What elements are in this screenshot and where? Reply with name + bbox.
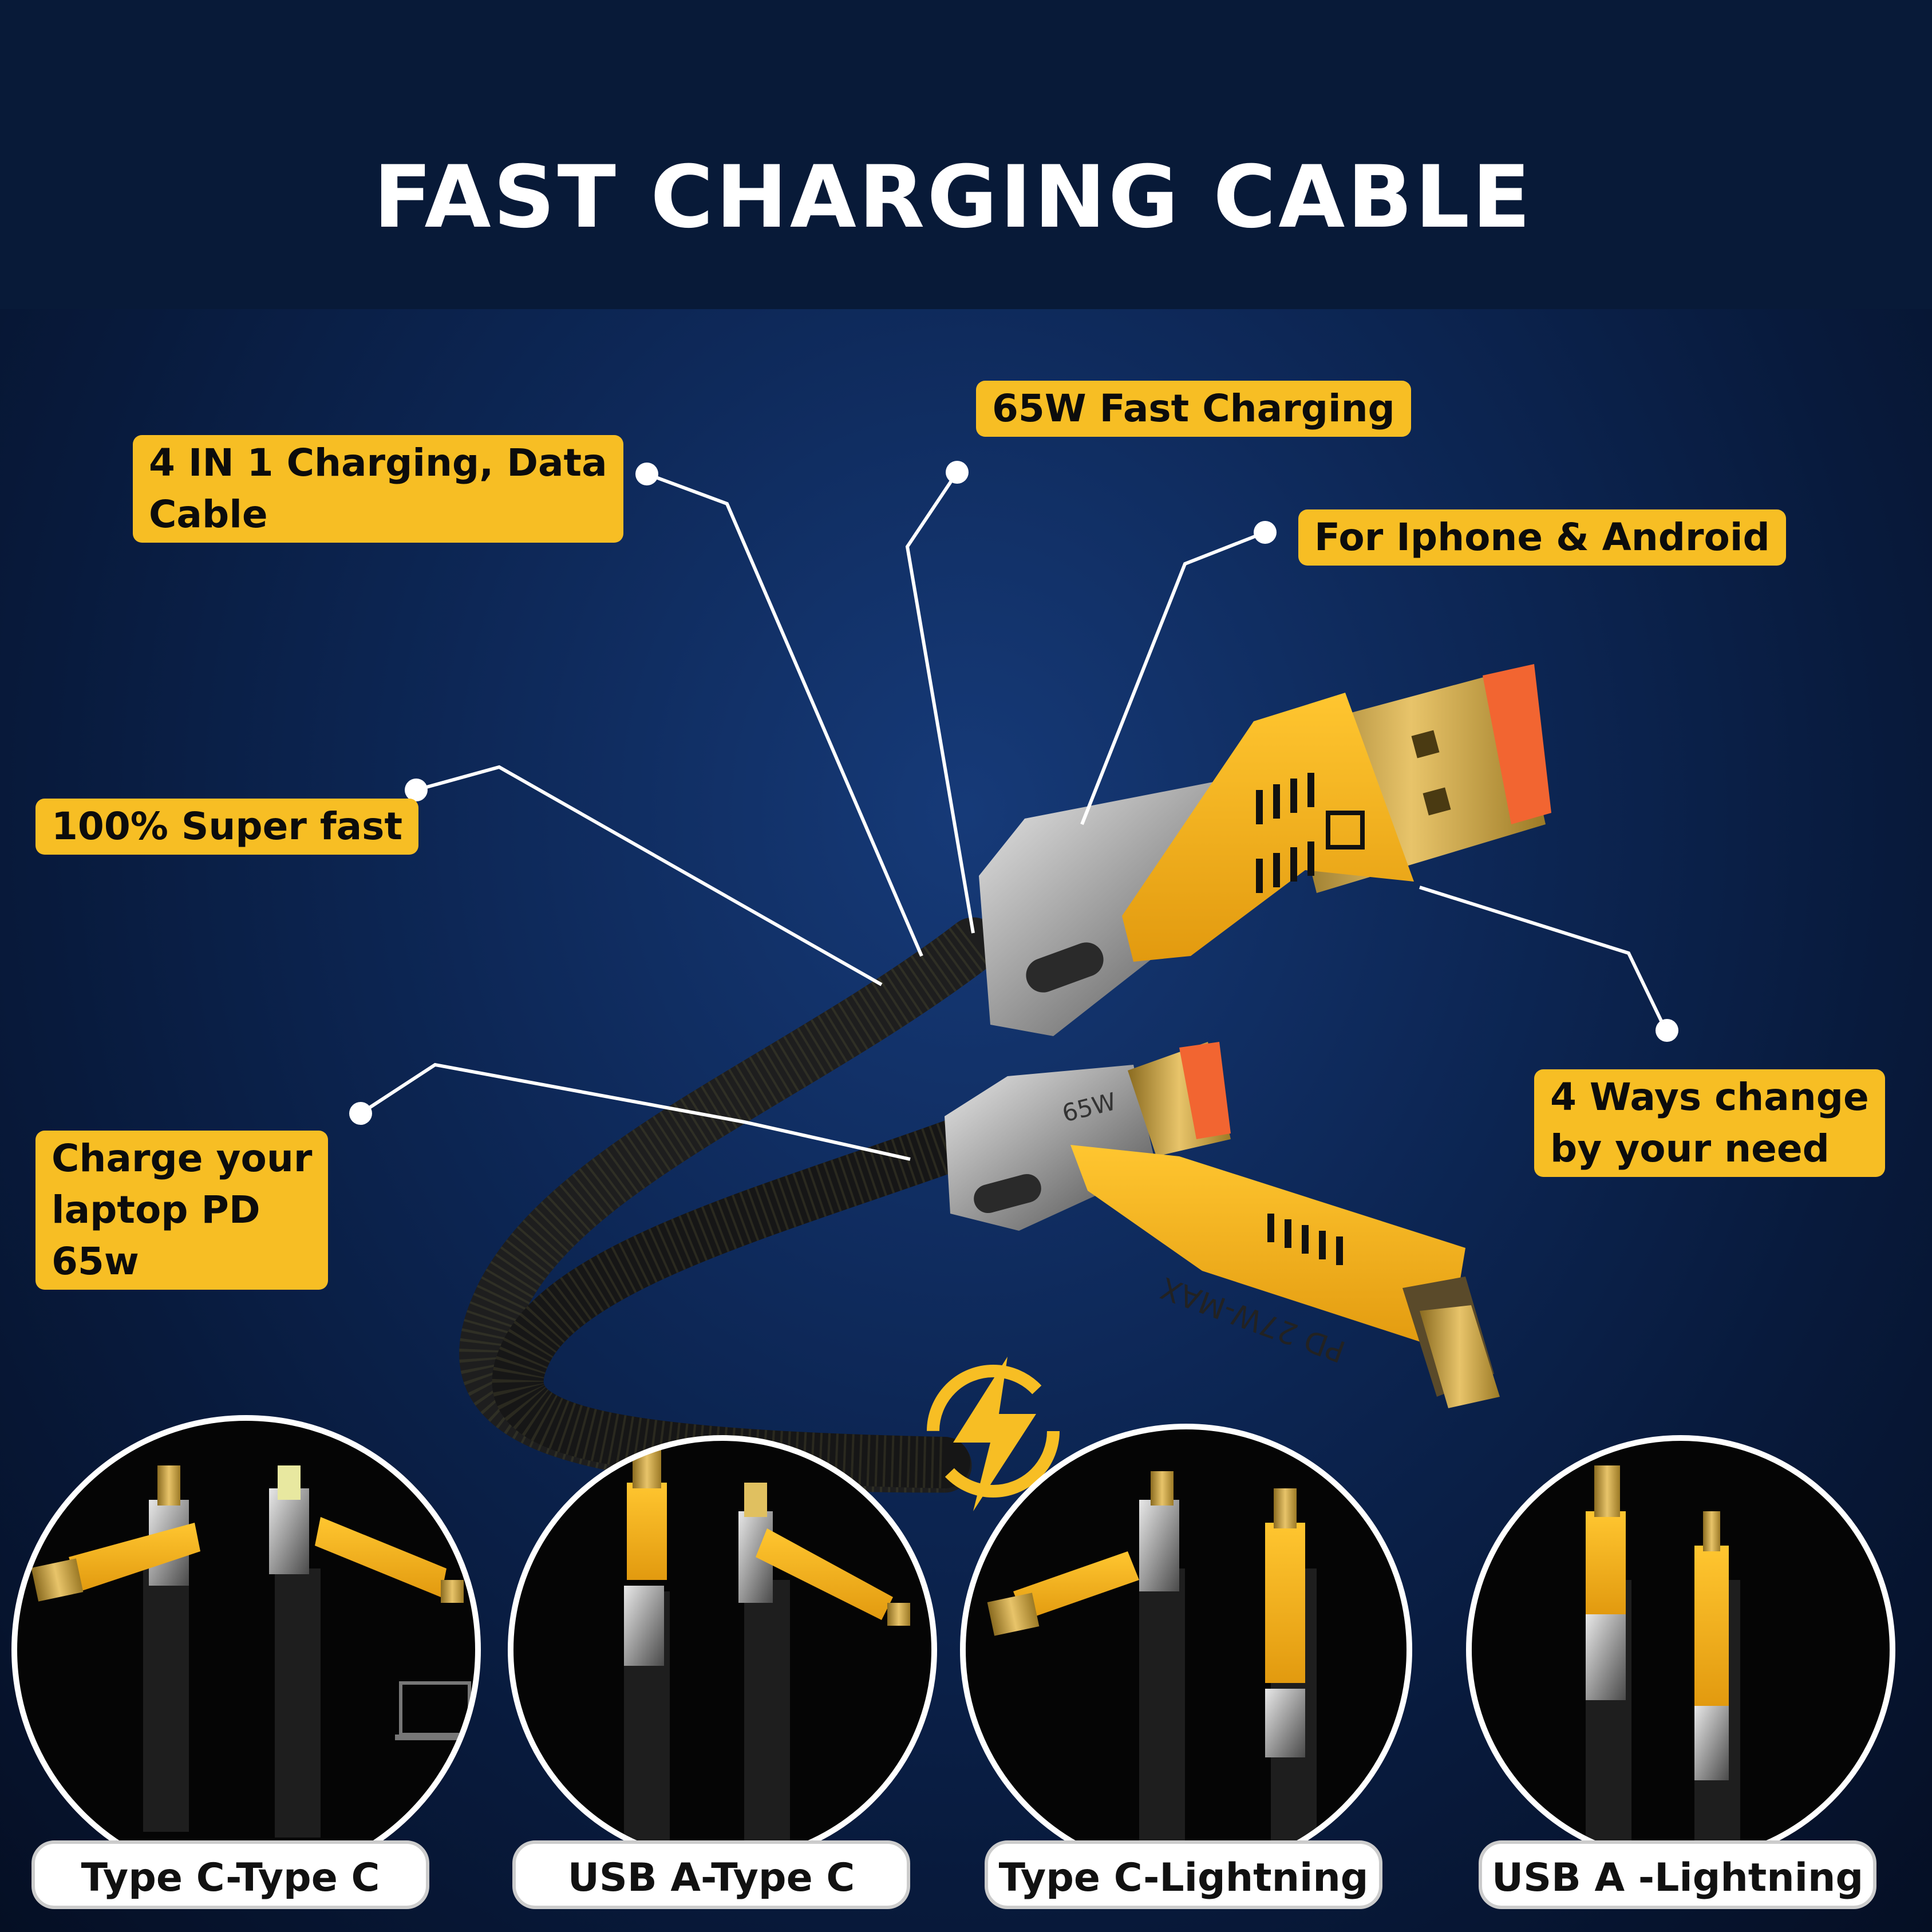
cable-pair <box>459 917 1010 1493</box>
callout-line: 65w <box>52 1239 139 1283</box>
mode-label-type-c-lightning: Type C-Lightning <box>985 1840 1382 1909</box>
mode-label-usb-a-lightning: USB A -Lightning <box>1479 1840 1876 1909</box>
callout-iphone-android: For Iphone & Android <box>1298 509 1786 566</box>
lightning-connector: 65W PD 27W-MAX <box>945 1042 1500 1408</box>
callout-data-cable: 4 IN 1 Charging, Data Cable <box>133 435 623 543</box>
callout-line: Charge your <box>52 1136 313 1180</box>
callout-four-ways: 4 Ways change by your need <box>1534 1069 1885 1177</box>
callout-leader-lines <box>359 471 1668 1161</box>
mode-label-usb-a-type-c: USB A-Type C <box>512 1840 910 1909</box>
callout-line: by your need <box>1550 1127 1830 1171</box>
callout-line: 4 Ways change <box>1550 1075 1869 1119</box>
page-title: FAST CHARGING CABLE <box>373 148 1533 247</box>
usb-a-connector <box>979 664 1551 1036</box>
lightning-bolt-icon <box>927 1357 1060 1511</box>
header-band <box>0 0 1932 309</box>
mode-circle-4 <box>1466 1435 1895 1864</box>
callout-super-fast: 100% Super fast <box>35 799 419 855</box>
callout-dots <box>349 461 1678 1125</box>
callout-laptop: Charge your laptop PD 65w <box>35 1131 329 1290</box>
callout-line: 4 IN 1 Charging, Data <box>149 441 607 485</box>
mode-label-type-c-type-c: Type C-Type C <box>31 1840 429 1909</box>
callout-line: laptop PD <box>52 1188 260 1232</box>
mode-circle-1 <box>11 1415 481 1884</box>
mode-circle-3 <box>960 1424 1412 1876</box>
mode-circle-2 <box>508 1435 937 1864</box>
callout-65w: 65W Fast Charging <box>976 381 1411 437</box>
callout-line: Cable <box>149 492 268 536</box>
